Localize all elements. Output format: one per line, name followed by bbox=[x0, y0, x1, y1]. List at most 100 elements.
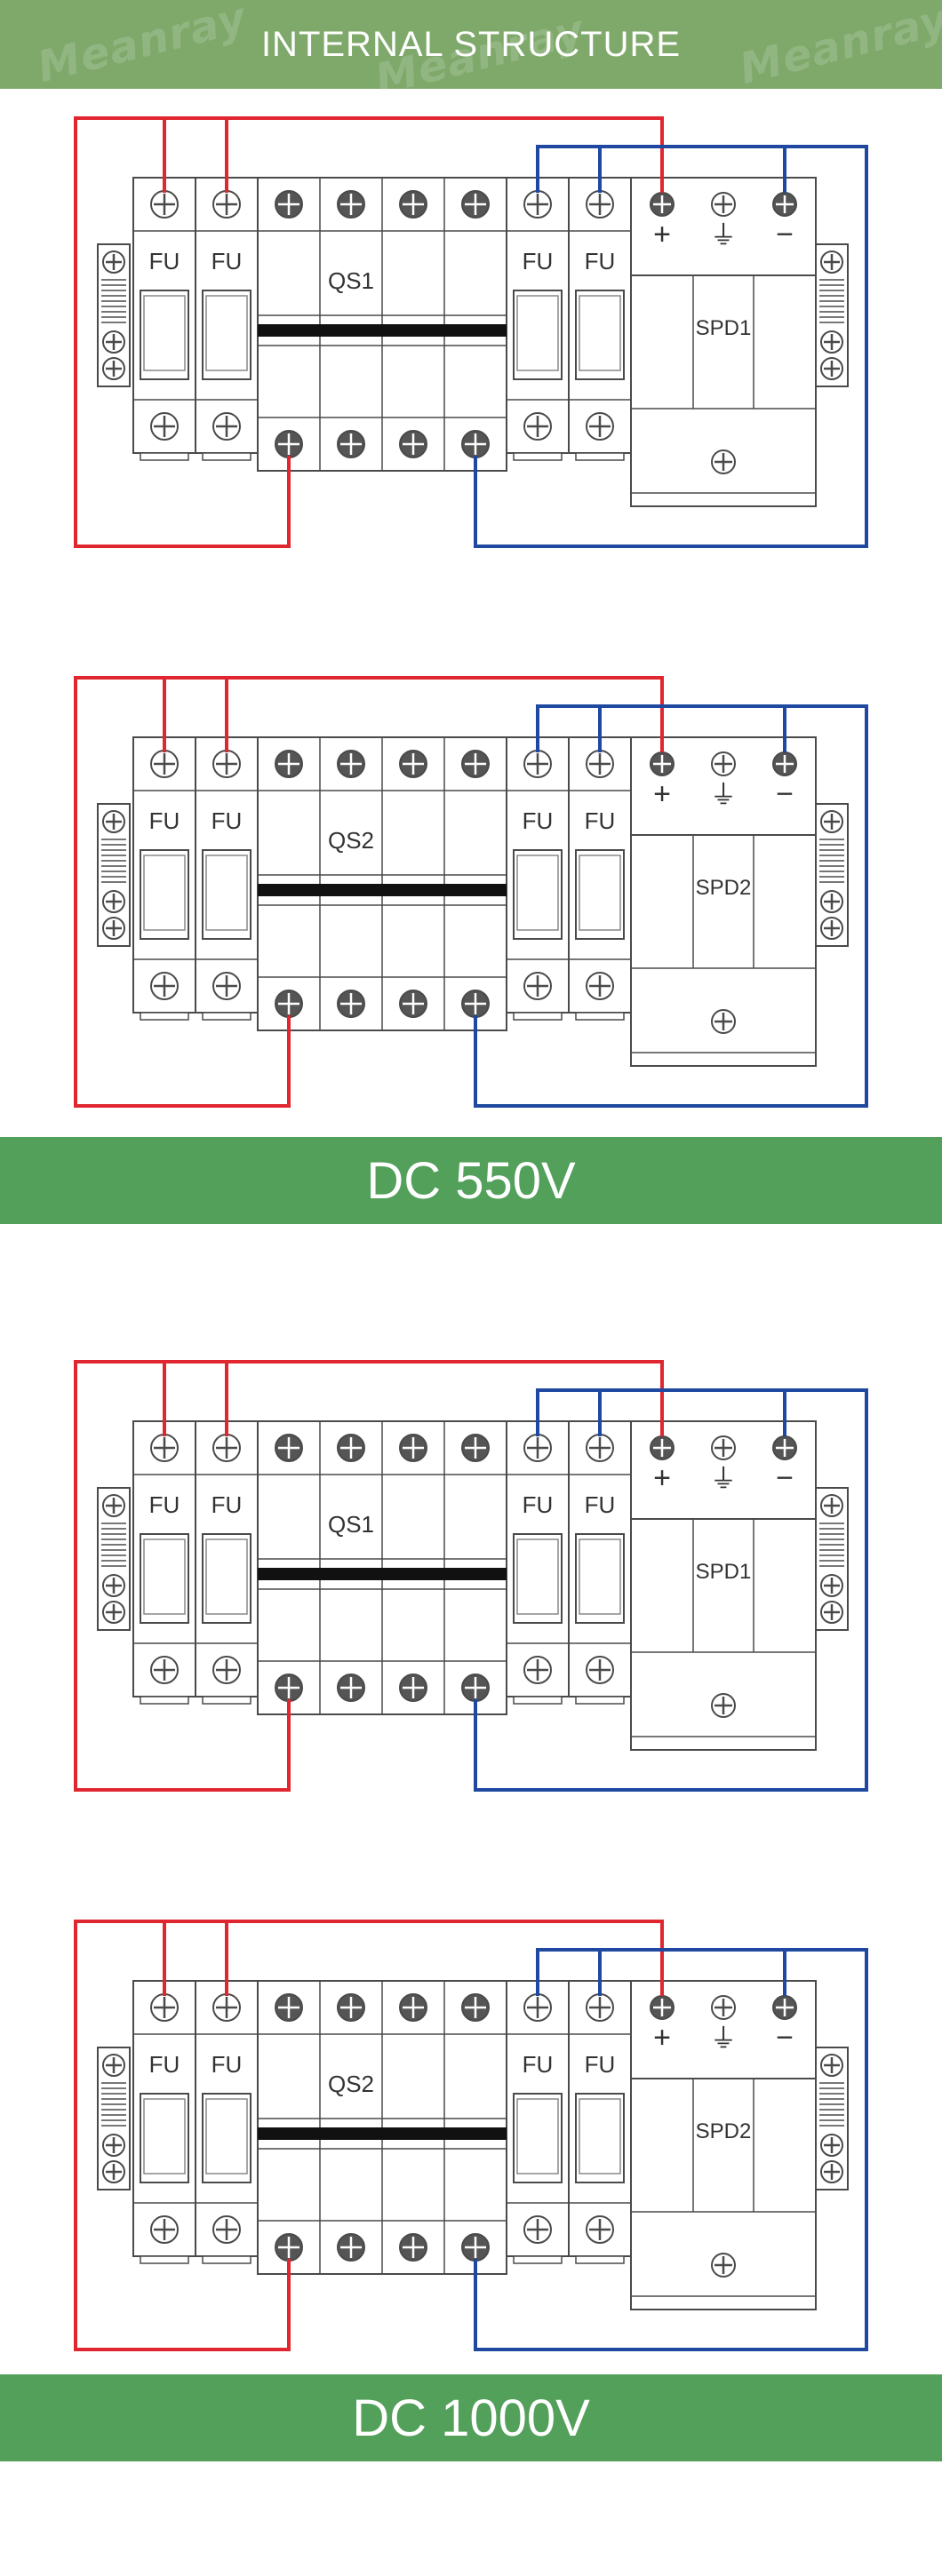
terminal-screw-icon bbox=[337, 1993, 365, 2022]
terminal-screw-icon bbox=[461, 430, 490, 458]
terminal-screw-icon bbox=[523, 1434, 552, 1462]
terminal-screw-icon bbox=[275, 1993, 303, 2022]
terminal-screw-icon bbox=[275, 1674, 303, 1702]
terminal-screw-icon bbox=[820, 2134, 843, 2157]
terminal-screw-icon bbox=[150, 750, 179, 778]
fuse-label: FU bbox=[212, 807, 243, 834]
terminal-screw-icon bbox=[337, 2233, 365, 2262]
section-banner-dc550: DC 550V bbox=[0, 1137, 942, 1224]
din-rail-end-clip bbox=[815, 2047, 849, 2190]
fuse-label: FU bbox=[149, 2051, 180, 2078]
din-rail-end-clip bbox=[815, 1487, 849, 1631]
header-banner: Meanray Meanray Meanray INTERNAL STRUCTU… bbox=[0, 0, 942, 89]
fuse-holder: FU bbox=[195, 177, 259, 461]
fuse-label: FU bbox=[149, 807, 180, 834]
terminal-screw-icon bbox=[772, 1995, 797, 2020]
terminal-screw-icon bbox=[150, 1656, 179, 1684]
terminal-screw-icon bbox=[150, 1993, 179, 2022]
terminal-screw-icon bbox=[461, 990, 490, 1018]
terminal-screw-icon bbox=[212, 750, 241, 778]
terminal-screw-icon bbox=[102, 2054, 125, 2077]
terminal-screw-icon bbox=[275, 750, 303, 778]
terminal-screw-icon bbox=[523, 1656, 552, 1684]
positive-wire bbox=[74, 1920, 664, 2351]
fuse-label: FU bbox=[212, 248, 243, 274]
spd-label: SPD2 bbox=[696, 2119, 752, 2143]
fuse-label: FU bbox=[212, 2051, 243, 2078]
fuse-holder: FU bbox=[506, 1980, 570, 2264]
surge-protector: + ⏚ − SPD2 bbox=[630, 1980, 817, 2310]
din-rail-end-clip bbox=[97, 243, 131, 387]
terminal-screw-icon bbox=[586, 972, 614, 1000]
terminal-screw-icon bbox=[399, 1434, 427, 1462]
terminal-screw-icon bbox=[150, 2215, 179, 2244]
terminal-screw-icon bbox=[102, 890, 125, 913]
terminal-screw-icon bbox=[711, 751, 736, 776]
fuse-label: FU bbox=[523, 2051, 554, 2078]
terminal-screw-icon bbox=[337, 990, 365, 1018]
fuse-label: FU bbox=[523, 1491, 554, 1518]
ground-symbol-icon: ⏚ bbox=[710, 2024, 737, 2054]
minus-symbol: − bbox=[776, 2021, 794, 2055]
terminal-screw-icon bbox=[523, 750, 552, 778]
terminal-screw-icon bbox=[820, 2054, 843, 2077]
terminal-screw-icon bbox=[650, 192, 675, 217]
terminal-screw-icon bbox=[711, 1995, 736, 2020]
terminal-screw-icon bbox=[586, 1993, 614, 2022]
terminal-screw-icon bbox=[586, 1434, 614, 1462]
terminal-screw-icon bbox=[150, 190, 179, 219]
terminal-screw-icon bbox=[820, 2160, 843, 2183]
terminal-screw-icon bbox=[399, 430, 427, 458]
page-title: INTERNAL STRUCTURE bbox=[260, 24, 682, 64]
plus-symbol: + bbox=[653, 1461, 671, 1495]
terminal-screw-icon bbox=[711, 449, 736, 474]
terminal-screw-icon bbox=[337, 430, 365, 458]
terminal-screw-icon bbox=[102, 1494, 125, 1517]
terminal-screw-icon bbox=[150, 1434, 179, 1462]
ground-symbol-icon: ⏚ bbox=[710, 221, 737, 250]
terminal-screw-icon bbox=[523, 972, 552, 1000]
surge-protector: +⏚−SPD2 bbox=[630, 736, 817, 1067]
section-banner-dc1000: DC 1000V bbox=[0, 2374, 942, 2461]
spd-label: SPD1 bbox=[696, 1560, 752, 1584]
terminal-screw-icon bbox=[102, 2160, 125, 2183]
terminal-screw-icon bbox=[102, 1574, 125, 1597]
terminal-screw-icon bbox=[102, 330, 125, 354]
terminal-screw-icon bbox=[820, 810, 843, 833]
terminal-screw-icon bbox=[275, 990, 303, 1018]
section-label: DC 1000V bbox=[352, 2389, 590, 2447]
terminal-screw-icon bbox=[102, 810, 125, 833]
switch-label: QS1 bbox=[328, 1511, 374, 1538]
plus-symbol: + bbox=[653, 2021, 671, 2055]
surge-protector: +⏚−SPD1 bbox=[630, 1420, 817, 1751]
terminal-screw-icon bbox=[820, 357, 843, 380]
terminal-screw-icon bbox=[461, 190, 490, 219]
negative-wire bbox=[474, 1948, 868, 2351]
terminal-screw-icon bbox=[820, 250, 843, 274]
terminal-screw-icon bbox=[150, 412, 179, 441]
din-rail-end-clip bbox=[815, 803, 849, 947]
fuse-label: FU bbox=[523, 248, 554, 274]
terminal-screw-icon bbox=[212, 972, 241, 1000]
fuse-holder: FU bbox=[195, 1420, 259, 1705]
terminal-screw-icon bbox=[586, 1656, 614, 1684]
fuse-holder: FU bbox=[132, 1420, 196, 1705]
fuse-holder: FU bbox=[568, 736, 632, 1021]
ground-symbol-icon: ⏚ bbox=[710, 781, 737, 810]
fuse-holder: FU bbox=[568, 1980, 632, 2264]
switch-label: QS2 bbox=[328, 2071, 374, 2097]
fuse-holder: FU bbox=[568, 1420, 632, 1705]
terminal-screw-icon bbox=[212, 412, 241, 441]
din-rail-end-clip bbox=[815, 243, 849, 387]
isolator-switch: QS1 bbox=[257, 177, 507, 472]
negative-wire bbox=[474, 704, 868, 1108]
terminal-screw-icon bbox=[212, 2215, 241, 2244]
terminal-screw-icon bbox=[461, 1674, 490, 1702]
terminal-screw-icon bbox=[275, 430, 303, 458]
terminal-screw-icon bbox=[650, 1995, 675, 2020]
terminal-screw-icon bbox=[711, 2253, 736, 2278]
positive-wire bbox=[74, 116, 664, 548]
fuse-label: FU bbox=[149, 248, 180, 274]
